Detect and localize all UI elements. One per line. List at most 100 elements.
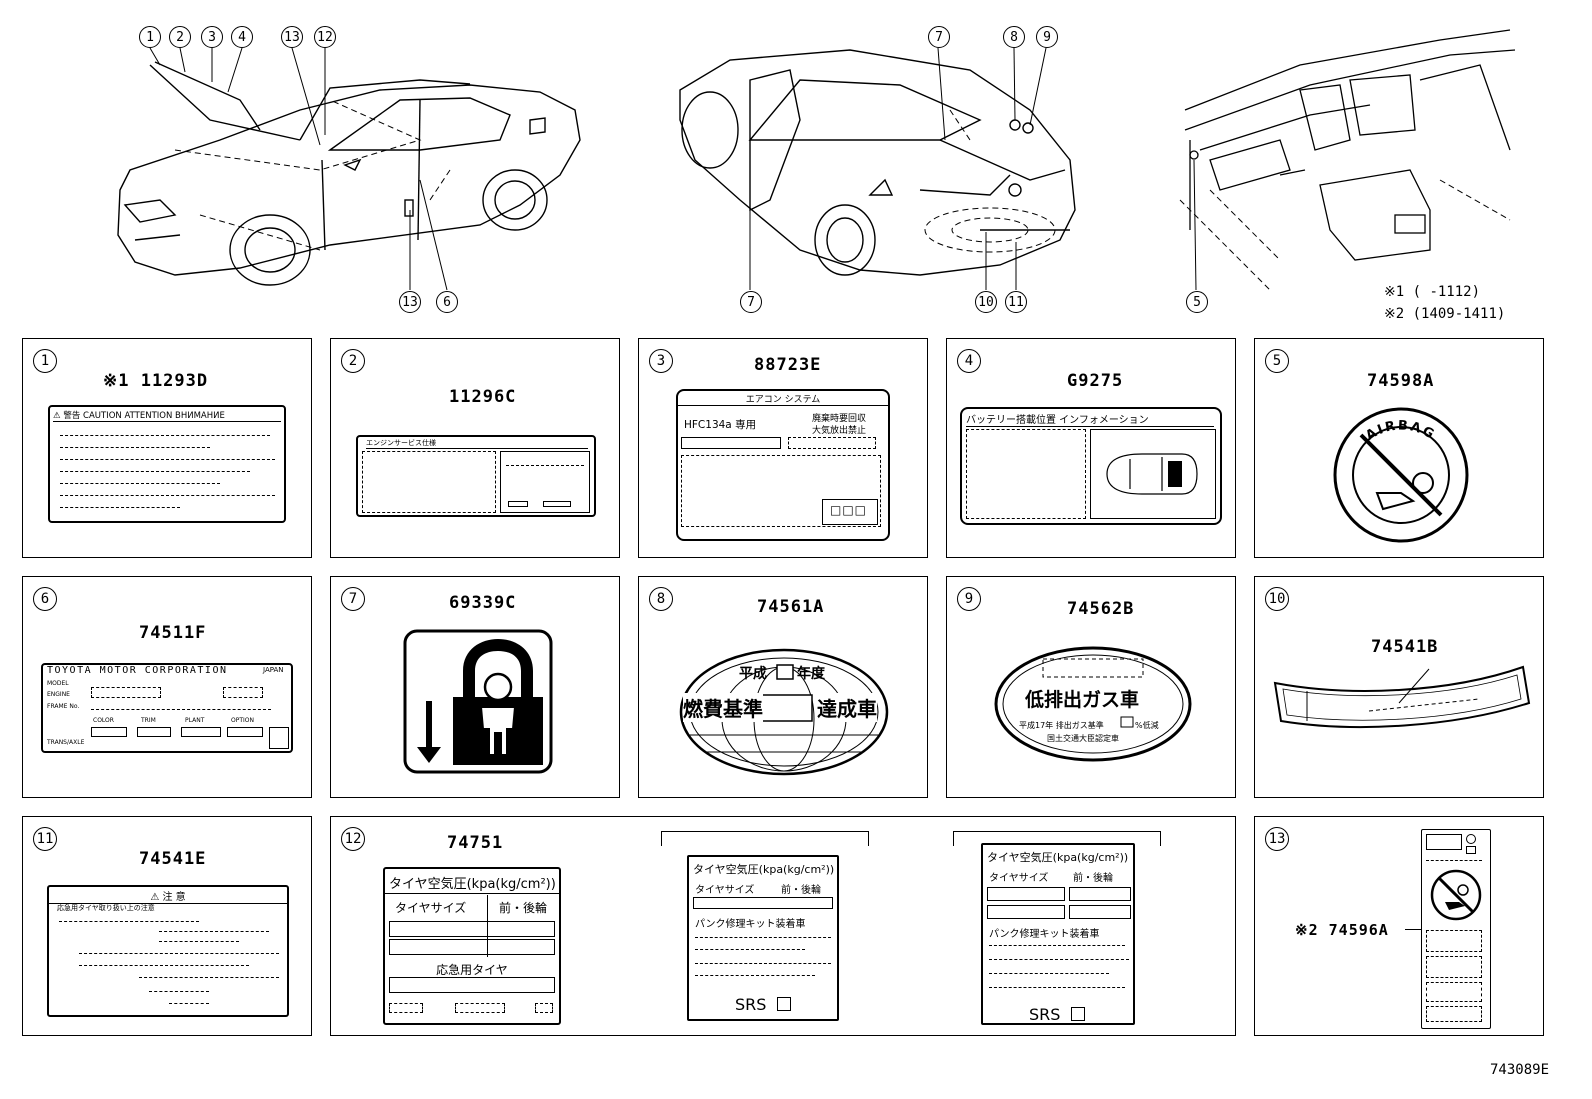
panel-number: 8 (649, 587, 673, 611)
percent-reduction-text: %低減 (1135, 721, 1159, 730)
airbag-warning-icon: AIRBAG (1333, 407, 1469, 543)
panel-13: 13 ※2 74596A (1254, 816, 1544, 1036)
panel-number: 12 (341, 827, 365, 851)
recovery-text: 廃棄時要回収 (812, 414, 867, 424)
battery-info-header: バッテリー搭載位置 インフォメーション (966, 411, 1214, 427)
part-number: ※1 11293D (103, 371, 209, 391)
frame-row: FRAME No. (47, 703, 80, 710)
front-car-illustration (117, 47, 581, 291)
callout-7-top: 7 (928, 26, 950, 48)
tire-pressure-label-variant-2: タイヤ空気圧(kpa(kg/cm²)) タイヤサイズ 前・後輪 パンク修理キット… (981, 843, 1135, 1025)
no-child-seat-icon (1430, 869, 1482, 921)
callout-5: 5 (1186, 291, 1208, 313)
rear-car-illustration (679, 47, 1076, 290)
panel-5: 5 74598A AIRBAG (1254, 338, 1544, 558)
panel-9: 9 74562B 低排出ガス車 平成17年 排出ガス基準 %低減 国土交通大臣認… (946, 576, 1236, 798)
panel-1: 1 ※1 11293D ⚠ 警告 CAUTION ATTENTION ВНИМА… (22, 338, 312, 558)
callout-10: 10 (975, 291, 997, 313)
heisei-text: 平成 (739, 666, 767, 682)
part-number: 74561A (757, 597, 825, 617)
panel-number: 1 (33, 349, 57, 373)
certified-text: 国土交通大臣認定車 (1047, 734, 1119, 743)
panel-number: 9 (957, 587, 981, 611)
caution-label: ⚠ 警告 CAUTION ATTENTION ВНИМАНИЕ (48, 405, 286, 523)
spare-tire-text: 応急用タイヤ (436, 963, 508, 977)
panel-7: 7 69339C (330, 576, 620, 798)
airbag-text: AIRBAG (1363, 418, 1438, 443)
callout-1: 1 (139, 26, 161, 48)
child-lock-icon (403, 629, 553, 774)
callout-3: 3 (201, 26, 223, 48)
tire-pressure-label-variant-1: タイヤ空気圧(kpa(kg/cm²)) タイヤサイズ 前・後輪 パンク修理キット… (687, 855, 839, 1021)
engine-service-label: エンジンサービス仕様 (356, 435, 596, 517)
variant-bracket-2 (953, 831, 1161, 846)
part-number: 74541E (139, 849, 207, 869)
panel-number: 10 (1265, 587, 1289, 611)
srs-text: SRS (735, 995, 767, 1014)
panel-number: 13 (1265, 827, 1289, 851)
callout-2: 2 (169, 26, 191, 48)
part-number: 69339C (449, 593, 517, 613)
panel-2: 2 11296C エンジンサービス仕様 (330, 338, 620, 558)
toyota-header: TOYOTA MOTOR CORPORATION (47, 665, 228, 676)
part-number: 11296C (449, 387, 517, 407)
fuel-standard-emblem (679, 648, 889, 776)
option-col: OPTION (231, 717, 254, 724)
srs-text: SRS (1029, 1005, 1061, 1024)
variant-bracket-1 (661, 831, 869, 846)
panel-6: 6 74511F TOYOTA MOTOR CORPORATION JAPAN … (22, 576, 312, 798)
caution-header: ⚠ 注 意 (49, 888, 287, 904)
callout-4: 4 (231, 26, 253, 48)
note-1: ※1 ( -1112) (1384, 284, 1481, 300)
tire-pressure-label-main: タイヤ空気圧(kpa(kg/cm²)) タイヤサイズ 前・後輪 応急用タイヤ (383, 867, 561, 1025)
axle-text: 前・後輪 (781, 885, 821, 896)
drawing-id: 743089E (1490, 1062, 1550, 1078)
achieved-text: 達成車 (817, 693, 877, 722)
part-number: G9275 (1067, 371, 1124, 391)
tire-size-text: タイヤサイズ (395, 901, 467, 915)
panel-number: 6 (33, 587, 57, 611)
aircon-header: エアコン システム (678, 392, 888, 406)
color-col: COLOR (93, 717, 114, 724)
spare-tire-caution-label: ⚠ 注 意 応急用タイヤ取り扱い上の注意 (47, 885, 289, 1017)
callout-7-bottom: 7 (740, 291, 762, 313)
part-number: ※2 74596A (1295, 921, 1389, 939)
year-text: 年度 (797, 666, 825, 682)
tire-pressure-title: タイヤ空気圧(kpa(kg/cm²)) (389, 877, 556, 892)
caution-header: ⚠ 警告 CAUTION ATTENTION ВНИМАНИЕ (53, 409, 281, 422)
japan-text: JAPAN (263, 666, 284, 674)
release-text: 大気放出禁止 (812, 426, 867, 436)
panel-number: 7 (341, 587, 365, 611)
callout-9: 9 (1036, 26, 1058, 48)
part-number: 88723E (754, 355, 822, 375)
callout-8: 8 (1003, 26, 1025, 48)
engine-service-header: エンジンサービス仕様 (366, 438, 588, 449)
repair-kit-text: パンク修理キット装着車 (989, 929, 1100, 940)
axle-text: 前・後輪 (499, 901, 548, 915)
caution-subheader: 応急用タイヤ取り扱い上の注意 (57, 904, 155, 912)
airbag-sun-visor-label (1421, 829, 1491, 1029)
interior-dashboard-illustration (1179, 29, 1516, 291)
repair-kit-text: パンク修理キット装着車 (695, 919, 806, 930)
aircon-label: エアコン システム HFC134a 専用 廃棄時要回収 大気放出禁止 □□□ (676, 389, 890, 541)
low-emission-emblem (994, 646, 1192, 762)
panel-11: 11 74541E ⚠ 注 意 応急用タイヤ取り扱い上の注意 (22, 816, 312, 1036)
callout-6: 6 (436, 291, 458, 313)
part-number: 74751 (447, 833, 504, 853)
fuel-standard-text: 燃費基準 (683, 693, 763, 722)
tire-pressure-title: タイヤ空気圧(kpa(kg/cm²)) (987, 851, 1129, 864)
panel-4: 4 G9275 バッテリー搭載位置 インフォメーション (946, 338, 1236, 558)
tire-pressure-title: タイヤ空気圧(kpa(kg/cm²)) (693, 863, 835, 876)
callout-12: 12 (314, 26, 336, 48)
panel-10: 10 74541B (1254, 576, 1544, 798)
panel-3: 3 88723E エアコン システム HFC134a 専用 廃棄時要回収 大気放… (638, 338, 928, 558)
axle-text: 前・後輪 (1073, 873, 1113, 884)
tire-size-text: タイヤサイズ (989, 873, 1049, 884)
callout-13: 13 (281, 26, 303, 48)
emission-standard-text: 平成17年 排出ガス基準 (1019, 721, 1104, 730)
panel-number: 4 (957, 349, 981, 373)
curved-tire-label (1273, 665, 1531, 728)
callout-13-bottom: 13 (399, 291, 421, 313)
part-number: 74511F (139, 623, 207, 643)
low-emission-text: 低排出ガス車 (1025, 689, 1140, 711)
